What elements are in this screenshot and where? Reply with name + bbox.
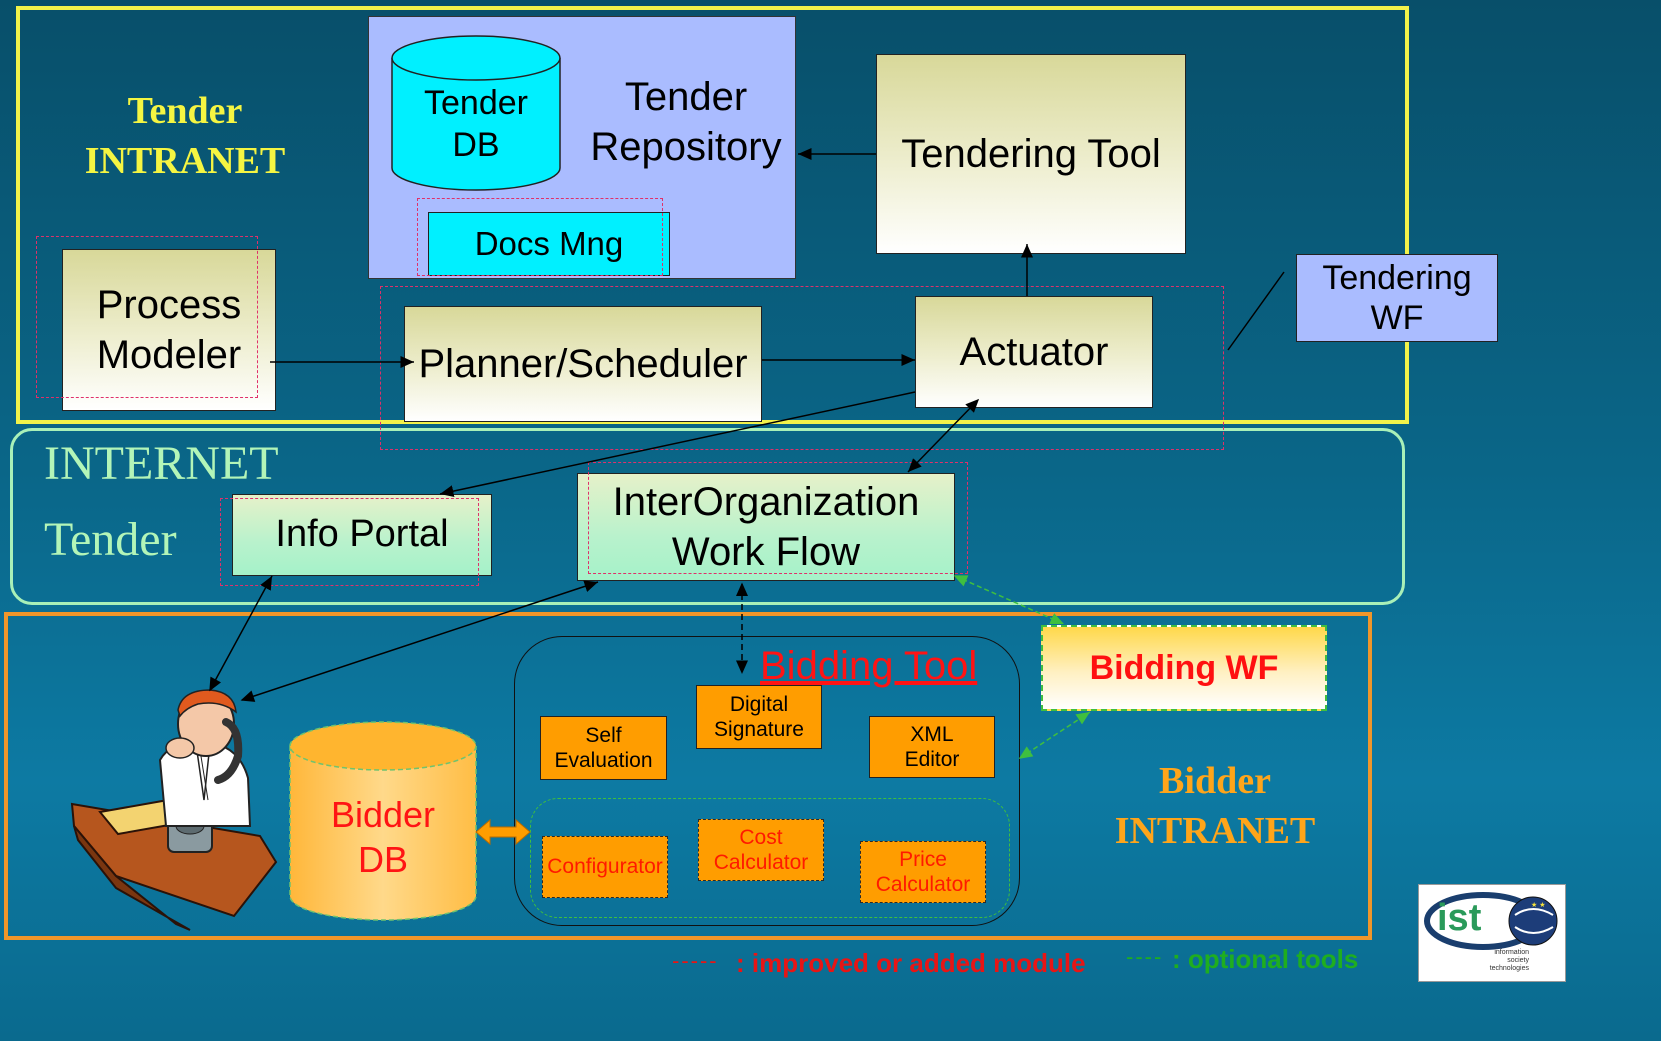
bidder-intranet-label: Bidder INTRANET (1090, 756, 1340, 856)
bidding-tool-container[interactable] (514, 636, 1020, 926)
docs-mng-improved-marker (417, 198, 663, 276)
ist-logo: ★ ★ ist information society technologies (1418, 884, 1566, 982)
digital-signature-box[interactable]: Digital Signature (696, 685, 822, 749)
xml-editor-label: XML Editor (904, 723, 960, 771)
xml-editor-box[interactable]: XML Editor (869, 716, 995, 778)
price-calculator-label: Price Calculator (875, 848, 971, 896)
internet-tender-label: Tender (44, 513, 177, 566)
ist-logo-tagline: information society technologies (1489, 949, 1529, 972)
cost-calculator-box[interactable]: Cost Calculator (698, 819, 824, 881)
interorg-workflow-improved-marker (588, 462, 968, 574)
bidder-intranet-zone (4, 612, 1372, 940)
self-evaluation-label: Self Evaluation (554, 724, 653, 772)
bidding-wf-label: Bidding WF (1089, 648, 1279, 687)
tendering-tool-label: Tendering Tool (901, 132, 1161, 176)
bidder-db-label: Bidder DB (330, 794, 436, 880)
tendering-wf-box[interactable]: Tendering WF (1296, 254, 1498, 342)
bidder-intranet-label-line2: INTRANET (1114, 810, 1316, 852)
tender-intranet-label-line1: Tender (127, 90, 243, 132)
planner-scheduler-label: Planner/Scheduler (418, 342, 748, 386)
info-portal-box[interactable]: Info Portal (232, 494, 492, 576)
self-evaluation-box[interactable]: Self Evaluation (540, 716, 667, 780)
legend-optional-text: : optional tools (1172, 944, 1359, 974)
info-portal-label: Info Portal (275, 513, 449, 556)
tendering-wf-label: Tendering WF (1322, 259, 1472, 337)
cost-calculator-label: Cost Calculator (713, 826, 809, 874)
price-calculator-box[interactable]: Price Calculator (860, 841, 986, 903)
workflow-engine-improved-marker (380, 286, 1224, 450)
actuator-box[interactable]: Actuator (915, 296, 1153, 408)
docs-mng-box[interactable]: Docs Mng (428, 212, 670, 276)
tender-db-label: Tender DB (424, 84, 528, 164)
legend-optional-marker: ---- (1126, 944, 1164, 969)
docs-mng-label: Docs Mng (474, 225, 624, 263)
svg-text:★ ★: ★ ★ (1531, 901, 1546, 909)
internet-label: INTERNET (44, 437, 279, 490)
configurator-box[interactable]: Configurator (542, 836, 668, 898)
configurator-label: Configurator (547, 855, 663, 879)
bidder-intranet-label-line1: Bidder (1159, 760, 1271, 802)
legend-improved-marker: ----- (672, 948, 719, 973)
tender-repository-label: Tender Repository (590, 75, 782, 169)
tendering-tool-box[interactable]: Tendering Tool (876, 54, 1186, 254)
optional-tools-group (530, 798, 1010, 918)
bidding-tool-title[interactable]: Bidding Tool (760, 644, 978, 688)
tender-intranet-label-line2: INTRANET (84, 140, 286, 182)
tender-intranet-label: Tender INTRANET (60, 86, 310, 186)
process-modeler-improved-marker (36, 236, 258, 398)
digital-signature-label: Digital Signature (714, 693, 804, 741)
ist-logo-mark-icon: ★ ★ (1424, 892, 1558, 950)
bidding-wf-box[interactable]: Bidding WF (1041, 625, 1327, 711)
info-portal-improved-marker (220, 498, 479, 586)
ist-logo-word: ist (1437, 897, 1482, 939)
process-modeler-box[interactable]: Process Modeler (62, 249, 276, 411)
legend-improved-text: : improved or added module (736, 948, 1086, 978)
process-modeler-label: Process Modeler (96, 283, 242, 377)
actuator-label: Actuator (959, 330, 1109, 374)
